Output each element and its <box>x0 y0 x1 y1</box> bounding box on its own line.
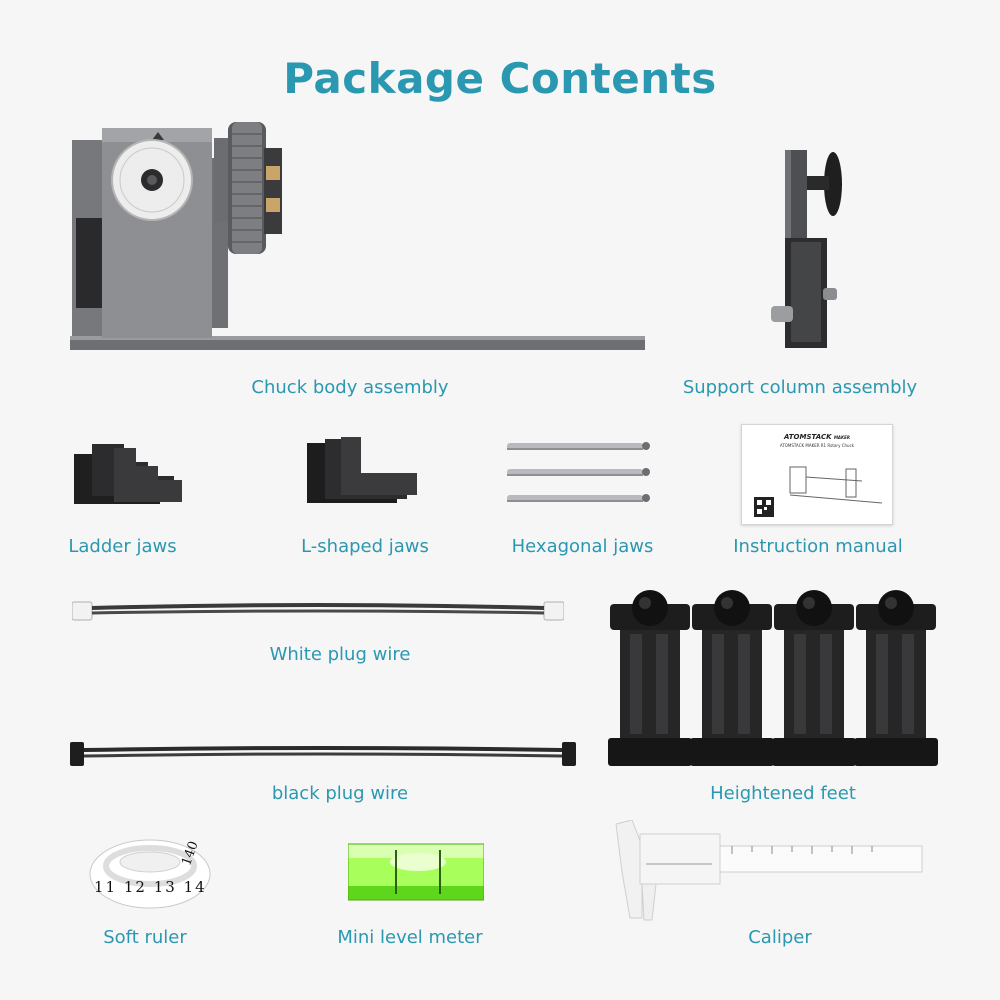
soft-ruler-image: 11 12 13 14 140 <box>86 834 216 912</box>
mini-level-meter-label: Mini level meter <box>337 927 483 948</box>
ruler-number-14: 14 <box>183 878 207 896</box>
hexagonal-jaws-image <box>503 438 653 506</box>
ladder-jaws-image <box>74 442 186 512</box>
ruler-number-12: 12 <box>123 878 147 896</box>
support-column-assembly-label: Support column assembly <box>682 377 918 398</box>
chuck-body-assembly-image <box>66 118 651 354</box>
manual-brand-suffix: MAKER <box>833 435 850 440</box>
manual-subtitle: ATOMSTACK MAKER R1 Rotary Chuck <box>779 443 855 448</box>
ruler-number-13: 13 <box>153 878 177 896</box>
black-plug-wire-image <box>70 740 576 770</box>
heightened-feet-label: Heightened feet <box>710 783 856 804</box>
black-plug-wire-label: black plug wire <box>271 783 409 804</box>
instruction-manual-label: Instruction manual <box>733 536 903 557</box>
chuck-body-assembly-label: Chuck body assembly <box>251 377 449 398</box>
white-plug-wire-image <box>72 598 564 626</box>
page-title: Package Contents <box>283 54 717 103</box>
ladder-jaws-label: Ladder jaws <box>68 536 177 557</box>
white-plug-wire-label: White plug wire <box>269 644 411 665</box>
support-column-assembly-image <box>765 146 845 352</box>
l-shaped-jaws-label: L-shaped jaws <box>301 536 429 557</box>
instruction-manual-image: ATOMSTACK MAKER ATOMSTACK MAKER R1 Rotar… <box>741 424 893 525</box>
hexagonal-jaws-label: Hexagonal jaws <box>511 536 654 557</box>
caliper-label: Caliper <box>748 927 812 948</box>
mini-level-meter-image <box>348 840 484 904</box>
heightened-feet-image <box>608 590 938 768</box>
caliper-image <box>612 820 928 924</box>
manual-brand: ATOMSTACK <box>784 433 832 441</box>
soft-ruler-label: Soft ruler <box>103 927 187 948</box>
ruler-number-11: 11 <box>94 878 118 896</box>
l-shaped-jaws-image <box>307 437 419 509</box>
